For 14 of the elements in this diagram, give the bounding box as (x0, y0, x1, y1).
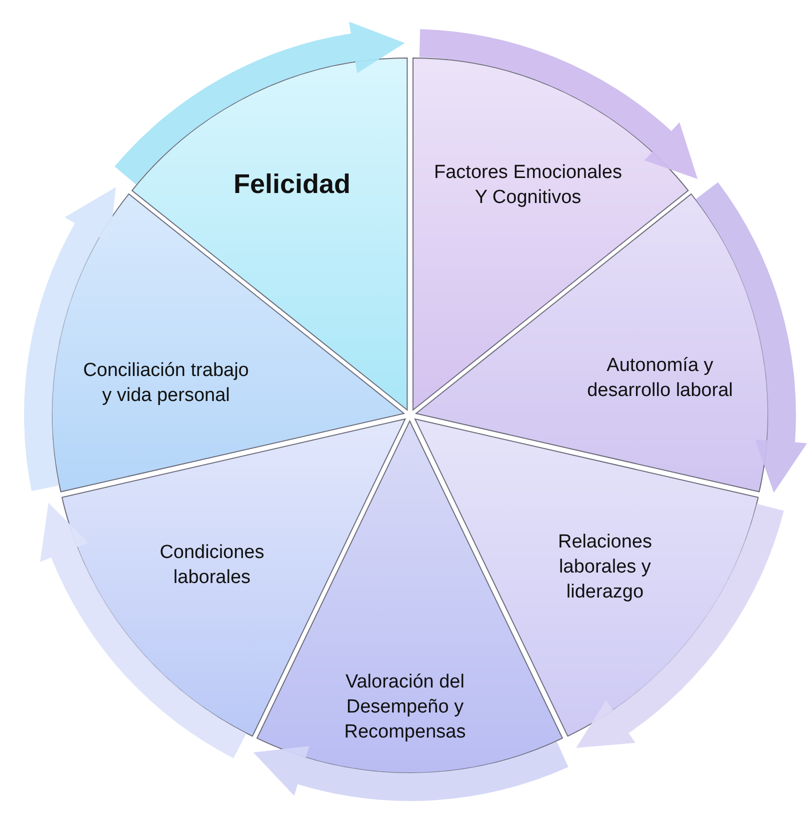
curved-arrow (576, 504, 784, 748)
segment-label: Conciliación trabajo y vida personal (82, 358, 250, 408)
curved-arrow (24, 187, 116, 491)
segment-label: Factores Emocionales Y Cognitivos (433, 160, 623, 210)
segment-label: Condiciones laborales (158, 540, 266, 590)
segment-label: Relaciones laborales y liderazgo (556, 530, 653, 605)
curved-arrow (419, 29, 698, 179)
curved-arrow (114, 22, 405, 184)
curved-arrow (253, 742, 568, 800)
segment-label: Autonomía y desarrollo laboral (586, 354, 734, 403)
segment-label: Valoración del Desempeño y Recompensas (343, 670, 467, 745)
center-heading: Felicidad (232, 168, 352, 202)
curved-arrow (40, 502, 246, 758)
curved-arrow (696, 182, 807, 493)
